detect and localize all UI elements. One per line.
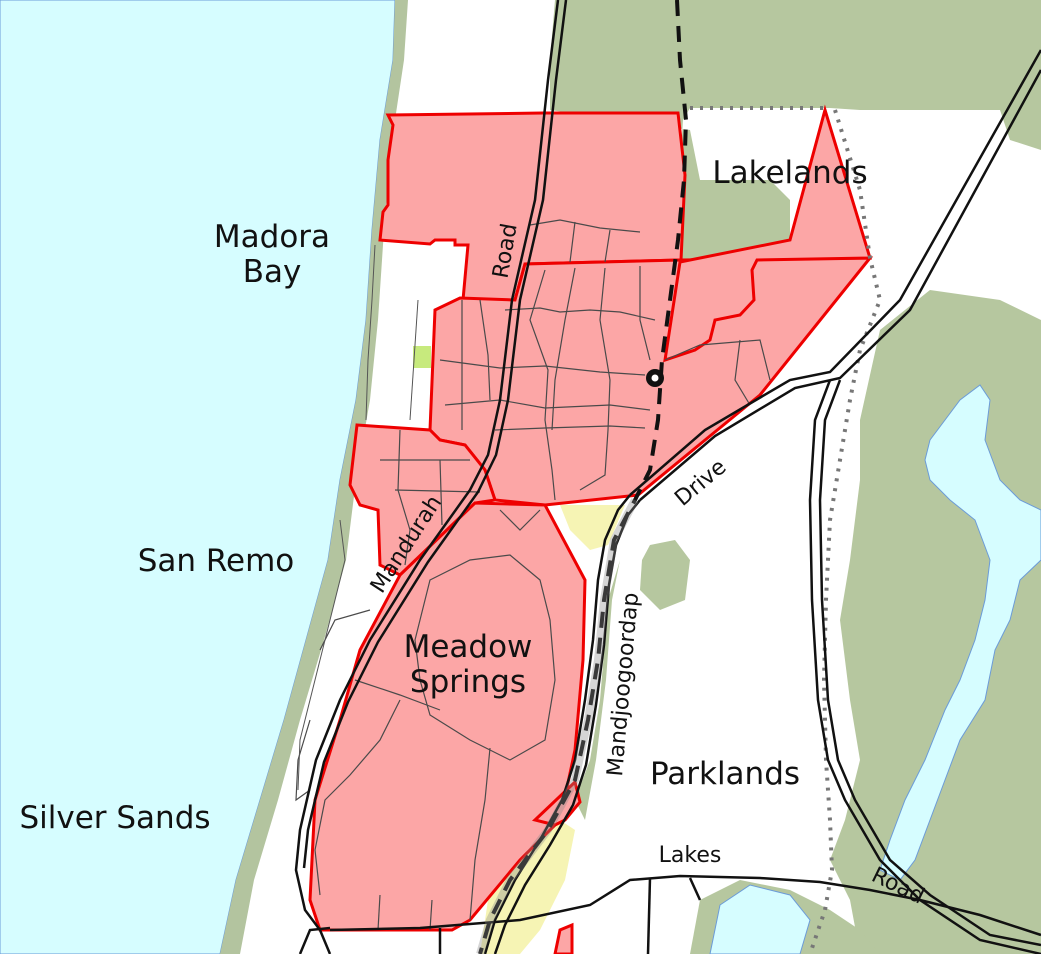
boundary bbox=[319, 519, 346, 661]
lot-boundaries bbox=[297, 244, 419, 791]
lakes-road-south bbox=[298, 926, 331, 954]
dotted-boundary bbox=[808, 109, 883, 954]
street bbox=[354, 679, 441, 711]
road-label-lakes: Lakes bbox=[659, 843, 722, 868]
station-icon-inner bbox=[651, 374, 659, 382]
mandjoogoordap-drive-d bbox=[493, 499, 641, 954]
mandurah-road-b bbox=[302, 0, 568, 869]
station-icon[interactable] bbox=[646, 369, 664, 387]
shoreline-vegetation bbox=[220, 0, 408, 954]
boundary bbox=[409, 299, 419, 421]
place-labels: Madora Bay Lakelands San Remo Meadow Spr… bbox=[19, 155, 867, 836]
label-meadow-springs-line2: Springs bbox=[410, 664, 526, 700]
dotted-boundaries bbox=[690, 106, 883, 954]
street bbox=[469, 747, 491, 921]
green-patch-central bbox=[640, 540, 690, 610]
mandjoogoordap-drive-a bbox=[629, 49, 1041, 496]
street bbox=[639, 266, 651, 361]
street bbox=[444, 399, 651, 411]
label-silver-sands: Silver Sands bbox=[19, 800, 210, 836]
street bbox=[664, 339, 771, 381]
label-meadow-springs-line1: Meadow bbox=[404, 629, 533, 665]
railway-line bbox=[478, 0, 689, 954]
green-strip-rail bbox=[575, 560, 620, 820]
green-area-north bbox=[550, 0, 1041, 320]
street bbox=[377, 894, 381, 931]
street bbox=[414, 554, 556, 761]
mandjoogoordap-drive-b bbox=[639, 69, 1041, 501]
label-madora-bay-line2: Bay bbox=[243, 254, 302, 290]
industrial-area-north bbox=[560, 505, 625, 550]
street bbox=[295, 719, 311, 802]
freeway-a bbox=[808, 379, 1041, 954]
lake-south bbox=[709, 884, 811, 954]
mandurah-road-a bbox=[294, 0, 560, 954]
street bbox=[439, 459, 443, 526]
street bbox=[499, 509, 541, 531]
boundary bbox=[297, 659, 321, 791]
railway bbox=[476, 0, 689, 954]
park-highlight bbox=[413, 346, 431, 368]
street bbox=[529, 269, 556, 501]
street bbox=[394, 489, 481, 493]
street bbox=[314, 699, 401, 896]
major-roads bbox=[294, 0, 1041, 954]
street bbox=[504, 307, 656, 321]
street bbox=[529, 219, 641, 233]
lakes-road bbox=[329, 874, 1041, 937]
side-road bbox=[688, 877, 702, 901]
street bbox=[494, 425, 646, 431]
label-madora-bay-line1: Madora bbox=[214, 219, 330, 255]
label-san-remo: San Remo bbox=[138, 543, 295, 579]
side-road bbox=[646, 877, 652, 954]
street bbox=[734, 339, 751, 406]
street bbox=[479, 299, 491, 401]
street bbox=[569, 221, 576, 263]
lake-east bbox=[879, 384, 1041, 881]
boundary bbox=[365, 244, 376, 421]
label-lakelands: Lakelands bbox=[712, 155, 867, 191]
street bbox=[551, 267, 576, 431]
mandjoogoordap-drive-c bbox=[483, 494, 631, 954]
street bbox=[604, 229, 611, 263]
street bbox=[579, 267, 611, 491]
suburb-small-b bbox=[553, 922, 574, 954]
railway-rail-outline bbox=[476, 498, 639, 954]
street bbox=[439, 359, 646, 376]
street bbox=[429, 899, 433, 931]
industrial-area-south bbox=[480, 800, 575, 954]
label-parklands: Parklands bbox=[650, 756, 800, 792]
